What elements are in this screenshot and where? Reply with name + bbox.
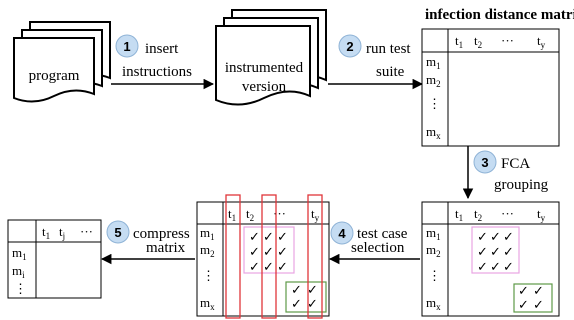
step-1-label-line2: instructions [122, 64, 192, 80]
selection-matrix: t1 t2 ··· ty m1 m2 ⋮ mx ✓✓✓✓✓✓✓✓✓ ✓✓✓✓ [196, 194, 330, 319]
matrix-4-frame [7, 219, 102, 299]
matrix-2-pink-check-mark: ✓ [477, 245, 488, 260]
instrumented-label-line1: instrumented [225, 60, 304, 76]
program-label: program [29, 68, 80, 84]
step-5-number: 5 [114, 225, 121, 240]
step-1-label-line1: insert [145, 41, 179, 57]
step-3-label-line2: grouping [494, 177, 549, 193]
step-1-badge [115, 34, 139, 58]
instrumented-version-document: instrumented version [215, 9, 327, 106]
instrumented-label-line2: version [242, 79, 287, 95]
step-2-label-line1: run test [366, 41, 411, 57]
matrix-3-green-group [285, 281, 327, 313]
matrix-2-green-check-mark: ✓ [533, 284, 544, 299]
step-4-number: 4 [338, 226, 346, 241]
matrix-3-green-check-mark: ✓ [291, 297, 302, 312]
matrix-2-pink-check-mark: ✓ [490, 230, 501, 245]
step-3-badge [473, 150, 497, 174]
matrix-2-green-check-mark: ✓ [518, 284, 529, 299]
matrix-3-row-labels: m1 m2 ⋮ mx [200, 225, 218, 312]
matrix-2-pink-check-mark: ✓ [503, 245, 514, 260]
matrix-2-green-check-mark: ✓ [533, 298, 544, 313]
matrix-3-selected-column-1 [225, 194, 241, 319]
step-5: 5 compress matrix [106, 220, 190, 256]
step-5-label-line2: matrix [146, 240, 186, 256]
step-4-badge [330, 221, 354, 245]
matrix-3-pink-check-mark: ✓ [263, 260, 274, 275]
matrix-1-row-labels: m1 m2 ⋮ mx [426, 54, 444, 141]
matrix-title: infection distance matrix [425, 7, 574, 23]
matrix-3-pink-check-mark: ✓ [277, 260, 288, 275]
step-2: 2 run test suite [338, 34, 411, 80]
matrix-3-green-check-mark: ✓ [291, 283, 302, 298]
matrix-3-pink-check-mark: ✓ [249, 230, 260, 245]
compressed-matrix: t1 tj ··· m1 mi ⋮ [7, 219, 102, 299]
step-4-label-line1: test case [357, 226, 408, 242]
matrix-1-frame [421, 28, 560, 147]
matrix-2-row-labels: m1 m2 ⋮ mx [426, 225, 444, 312]
matrix-3-pink-check-mark: ✓ [249, 245, 260, 260]
step-1-number: 1 [123, 39, 130, 54]
matrix-3-pink-check-mark: ✓ [277, 230, 288, 245]
step-3-number: 3 [481, 155, 488, 170]
step-3-label-line1: FCA [501, 156, 530, 172]
matrix-2-pink-check-mark: ✓ [490, 260, 501, 275]
step-4: 4 test case selection [330, 221, 408, 256]
step-5-badge [106, 220, 130, 244]
matrix-2-pink-check-mark: ✓ [503, 230, 514, 245]
step-2-badge [338, 34, 362, 58]
matrix-3-pink-check-mark: ✓ [277, 245, 288, 260]
matrix-3-frame [196, 201, 330, 317]
step-2-number: 2 [346, 39, 353, 54]
infection-distance-matrix: infection distance matrix t1 t2 ··· ty m… [421, 7, 574, 147]
matrix-2-frame [421, 201, 560, 317]
matrix-2-pink-check-mark: ✓ [490, 245, 501, 260]
grouped-matrix: t1 t2 ··· ty m1 m2 ⋮ mx ✓✓✓✓✓✓✓✓✓ ✓✓✓✓ [421, 201, 560, 317]
matrix-3-selected-column-2 [261, 194, 277, 319]
matrix-3-pink-check-mark: ✓ [263, 230, 274, 245]
program-document: program [13, 21, 111, 103]
step-2-label-line2: suite [376, 64, 405, 80]
step-1: 1 insert instructions [115, 34, 192, 80]
matrix-3-pink-check-mark: ✓ [263, 245, 274, 260]
matrix-3-green-check-mark: ✓ [307, 297, 318, 312]
matrix-4-row-labels: m1 mi ⋮ [12, 245, 30, 296]
matrix-2-green-group [513, 283, 553, 313]
matrix-2-green-check-mark: ✓ [518, 298, 529, 313]
step-3: 3 FCA grouping [473, 150, 549, 193]
matrix-3-pink-group [243, 226, 295, 274]
matrix-2-pink-check-mark: ✓ [503, 260, 514, 275]
matrix-2-pink-check-mark: ✓ [477, 260, 488, 275]
matrix-3-pink-check-mark: ✓ [249, 260, 260, 275]
matrix-2-pink-group [471, 226, 520, 274]
step-5-label-line1: compress [133, 226, 190, 242]
matrix-2-col-header: t1 t2 ··· ty [455, 206, 546, 224]
matrix-3-green-check-mark: ✓ [307, 283, 318, 298]
matrix-1-col-header: t1 t2 ··· ty [455, 33, 546, 51]
matrix-3-selected-column-3 [307, 194, 323, 319]
step-4-label-line2: selection [351, 240, 405, 256]
matrix-2-pink-check-mark: ✓ [477, 230, 488, 245]
matrix-4-col-header: t1 tj ··· [42, 224, 93, 242]
